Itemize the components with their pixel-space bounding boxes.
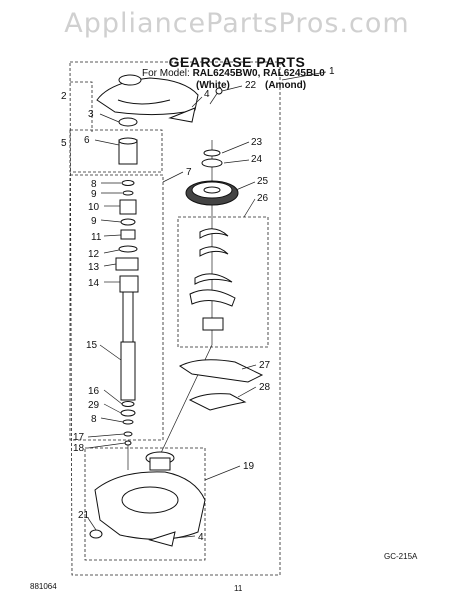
group-box-5 [69, 129, 163, 173]
model-line: For Model: RAL6245BW0, RAL6245BL0 [142, 68, 325, 79]
part-27-plate [179, 359, 264, 383]
callout-12: 12 [88, 249, 100, 260]
model-label: For Model: [142, 68, 190, 79]
callout-5: 5 [61, 138, 67, 149]
gearcase-base [89, 451, 206, 547]
callout-6: 6 [84, 135, 90, 146]
model-numbers: RAL6245BW0, RAL6245BL0 [192, 68, 325, 79]
diagram-code: GC-215A [384, 552, 418, 561]
callout-29: 29 [88, 400, 100, 411]
variant-white: (White) [196, 80, 230, 91]
callout-26: 26 [257, 193, 269, 204]
callouts: 1 2 3 22 4 5 6 23 24 25 7 8 9 10 9 11 12… [61, 66, 335, 543]
callout-8-top: 8 [91, 179, 97, 190]
callout-15: 15 [86, 340, 98, 351]
callout-19: 19 [243, 461, 255, 472]
group-box-7 [69, 174, 164, 441]
callout-23: 23 [251, 137, 263, 148]
group-box-19 [84, 447, 206, 561]
variant-almond: (Amond) [265, 80, 307, 91]
watermark: AppliancePartsPros.com [64, 8, 410, 39]
callout-3: 3 [88, 109, 94, 120]
group-box-26 [177, 216, 269, 348]
callout-7: 7 [186, 167, 192, 178]
callout-21: 21 [78, 510, 90, 521]
callout-9-mid: 9 [91, 216, 97, 227]
callout-8-bottom: 8 [91, 414, 97, 425]
callout-14: 14 [88, 278, 100, 289]
part-28-plate [188, 393, 247, 411]
callout-4-top: 4 [204, 89, 210, 100]
document-number: 881064 [30, 582, 57, 591]
callout-24: 24 [251, 154, 263, 165]
callout-1: 1 [329, 66, 335, 77]
group-box-2 [70, 81, 93, 132]
gearcase-cover [96, 74, 199, 123]
center-shaft-stack [115, 117, 139, 470]
callout-28: 28 [259, 382, 271, 393]
callout-13: 13 [88, 262, 100, 273]
callout-11: 11 [91, 232, 102, 243]
callout-10: 10 [88, 202, 100, 213]
callout-27: 27 [259, 360, 271, 371]
callout-9-top: 9 [91, 189, 97, 200]
assembly-box-1 [69, 61, 281, 576]
callout-18: 18 [73, 443, 85, 454]
callout-22: 22 [245, 80, 257, 91]
callout-2: 2 [61, 91, 67, 102]
page-number: 11 [234, 584, 243, 593]
screw-22 [209, 87, 223, 105]
leader-lines [87, 71, 327, 539]
callout-17: 17 [73, 432, 85, 443]
callout-4-bottom: 4 [198, 532, 204, 543]
callout-16: 16 [88, 386, 100, 397]
gear-stack [159, 140, 239, 456]
callout-25: 25 [257, 176, 269, 187]
